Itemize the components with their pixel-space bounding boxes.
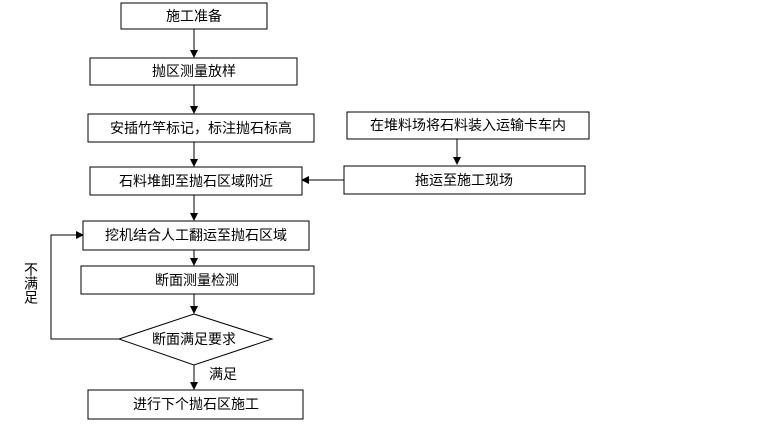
node-step2-label: 抛区测量放样 — [152, 64, 236, 80]
node-step7 — [87, 389, 304, 420]
node-step6-label: 断面测量检测 — [155, 273, 239, 289]
node-step5-label: 挖机结合人工翻运至抛石区域 — [105, 228, 287, 244]
node-step5 — [82, 220, 310, 251]
node-side2-label: 拖运至施工现场 — [415, 173, 513, 189]
edge-label-no: 不满足 — [22, 262, 38, 305]
node-step7-label: 进行下个抛石区施工 — [133, 397, 259, 413]
node-step6 — [80, 265, 315, 295]
node-step1 — [120, 2, 268, 30]
node-step1-label: 施工准备 — [166, 8, 222, 25]
node-step3-label: 安插竹竿标记，标注抛石标高 — [110, 120, 292, 137]
node-decision — [117, 313, 274, 366]
node-side1 — [346, 111, 590, 140]
node-side1-label: 在堆料场将石料装入运输卡车内 — [370, 117, 566, 134]
node-side2 — [343, 165, 586, 195]
node-decision-label: 断面满足要求 — [152, 332, 236, 348]
node-step4-label: 石料堆卸至抛石区域附近 — [119, 174, 273, 190]
edge-label-yes: 满足 — [209, 367, 237, 383]
node-step4 — [89, 166, 303, 196]
connector-no-loop — [50, 231, 119, 340]
node-step3 — [87, 113, 315, 143]
node-step2 — [89, 57, 298, 86]
